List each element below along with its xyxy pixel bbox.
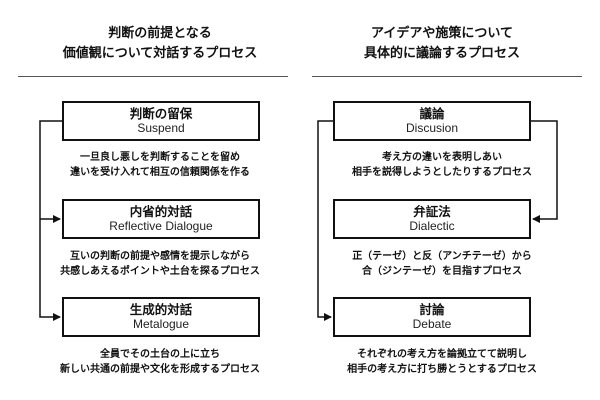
debate-en-label: Debate xyxy=(412,317,452,331)
suspend-en-label: Suspend xyxy=(137,121,185,135)
metalogue-description: 全員でその土台の上に立ち 新しい共通の前提や文化を形成するプロセス xyxy=(60,349,260,375)
debate-jp-label: 討論 xyxy=(419,302,445,317)
metalogue-box: 生成的対話 Metalogue xyxy=(62,297,260,337)
right-inner-arrow xyxy=(317,120,333,321)
left-column-title: 判断の前提となる 価値観について対話するプロセス xyxy=(20,24,300,64)
reflective-dialogue-en-label: Reflective Dialogue xyxy=(109,219,213,233)
metalogue-jp-label: 生成的対話 xyxy=(129,302,193,317)
discussion-jp-label: 議論 xyxy=(419,106,445,121)
suspend-jp-label: 判断の留保 xyxy=(129,106,193,121)
reflective-dialogue-box: 内省的対話 Reflective Dialogue xyxy=(62,199,260,239)
left-title-line-1: 判断の前提となる xyxy=(108,26,212,41)
debate-description: それぞれの考え方を論拠立てて説明し 相手の考え方に打ち勝とうとするプロセス xyxy=(347,349,537,375)
dialectic-box: 弁証法 Dialectic xyxy=(333,199,531,239)
discussion-description: 考え方の違いを表明しあい 相手を説得しようとしたりするプロセス xyxy=(352,152,532,178)
right-outer-arrow xyxy=(531,120,558,223)
right-column-title: アイデアや施策について 具体的に議論するプロセス xyxy=(302,24,582,64)
dialectic-en-label: Dialectic xyxy=(409,219,455,233)
suspend-description: 一旦良し悪しを判断することを留め 違いを受け入れて相互の信頼関係を作る xyxy=(70,152,250,178)
left-divider xyxy=(18,76,288,77)
reflective-dialogue-jp-label: 内省的対話 xyxy=(129,204,193,219)
right-title-line-2: 具体的に議論するプロセス xyxy=(363,46,520,61)
dialectic-jp-label: 弁証法 xyxy=(413,204,451,219)
dialectic-description: 正（テーゼ）と反（アンチテーゼ）から 合（ジンテーゼ）を目指すプロセス xyxy=(352,251,532,277)
discussion-en-label: Discusion xyxy=(405,121,459,135)
right-title-line-1: アイデアや施策について xyxy=(371,26,513,41)
right-divider xyxy=(312,76,582,77)
debate-box: 討論 Debate xyxy=(333,297,531,337)
metalogue-en-label: Metalogue xyxy=(132,317,190,331)
reflective-dialogue-description: 互いの判断の前提や感情を提示しながら 共感しあえるポイントや土台を探るプロセス xyxy=(60,251,260,277)
discussion-box: 議論 Discusion xyxy=(333,101,531,141)
left-title-line-2: 価値観について対話するプロセス xyxy=(62,46,258,61)
suspend-box: 判断の留保 Suspend xyxy=(62,101,260,141)
